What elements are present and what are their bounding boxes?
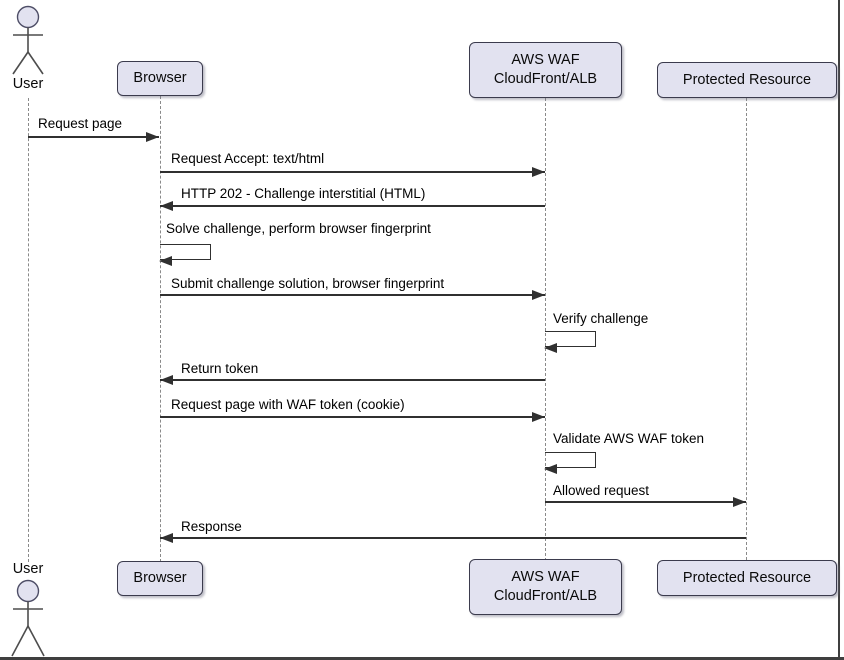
- message-label-request-accept: Request Accept: text/html: [171, 151, 325, 166]
- participant-waf-top: AWS WAF CloudFront/ALB: [469, 42, 622, 98]
- participant-waf-label-line2: CloudFront/ALB: [493, 71, 598, 87]
- message-arrow-request-with-token: [160, 416, 545, 418]
- message-arrow-allowed-request: [545, 501, 746, 503]
- participant-protected-resource-bottom: Protected Resource: [657, 560, 837, 596]
- message-label-response: Response: [181, 519, 242, 534]
- self-message-arrow-validate-token: [544, 452, 596, 474]
- user-actor-icon: [12, 5, 44, 75]
- participant-waf-label-line2: CloudFront/ALB: [493, 588, 598, 604]
- message-arrow-response: [160, 537, 746, 539]
- message-label-allowed-request: Allowed request: [553, 483, 650, 498]
- message-label-verify-challenge: Verify challenge: [553, 311, 649, 326]
- participant-browser-label: Browser: [133, 70, 187, 87]
- participant-browser-top: Browser: [117, 61, 203, 96]
- message-arrow-request-accept: [160, 171, 545, 173]
- lifeline-waf: [544, 98, 546, 561]
- lifeline-protected-resource: [745, 98, 747, 560]
- message-label-solve-challenge: Solve challenge, perform browser fingerp…: [166, 221, 431, 236]
- self-message-arrow-verify-challenge: [544, 331, 596, 353]
- message-label-validate-token: Validate AWS WAF token: [553, 431, 705, 446]
- message-arrow-http-202: [160, 205, 545, 207]
- message-arrow-submit-challenge: [160, 294, 545, 296]
- message-arrow-return-token: [160, 379, 545, 381]
- participant-browser-bottom: Browser: [117, 561, 203, 596]
- participant-protected-resource-label: Protected Resource: [682, 71, 812, 88]
- message-arrow-request-page: [28, 136, 159, 138]
- message-label-request-page: Request page: [38, 116, 123, 131]
- message-label-http-202: HTTP 202 - Challenge interstitial (HTML): [181, 186, 426, 201]
- participant-waf-bottom: AWS WAF CloudFront/ALB: [469, 559, 622, 615]
- participant-protected-resource-label: Protected Resource: [682, 569, 812, 586]
- participant-protected-resource-top: Protected Resource: [657, 62, 837, 98]
- participant-waf-label-line1: AWS WAF: [511, 569, 580, 586]
- lifeline-user: [27, 98, 29, 562]
- message-label-return-token: Return token: [181, 361, 259, 376]
- lifeline-browser: [159, 96, 161, 562]
- participant-browser-label: Browser: [133, 570, 187, 587]
- actor-user-label-bottom: User: [12, 561, 44, 577]
- actor-user-label-top: User: [12, 76, 44, 92]
- message-label-request-with-token: Request page with WAF token (cookie): [171, 397, 405, 412]
- self-message-arrow-solve-challenge: [159, 244, 211, 266]
- user-actor-icon: [11, 579, 45, 657]
- participant-waf-label-line1: AWS WAF: [511, 52, 580, 69]
- window-edge-bottom: [0, 657, 844, 660]
- message-label-submit-challenge: Submit challenge solution, browser finge…: [171, 276, 445, 291]
- window-edge-right: [838, 0, 840, 660]
